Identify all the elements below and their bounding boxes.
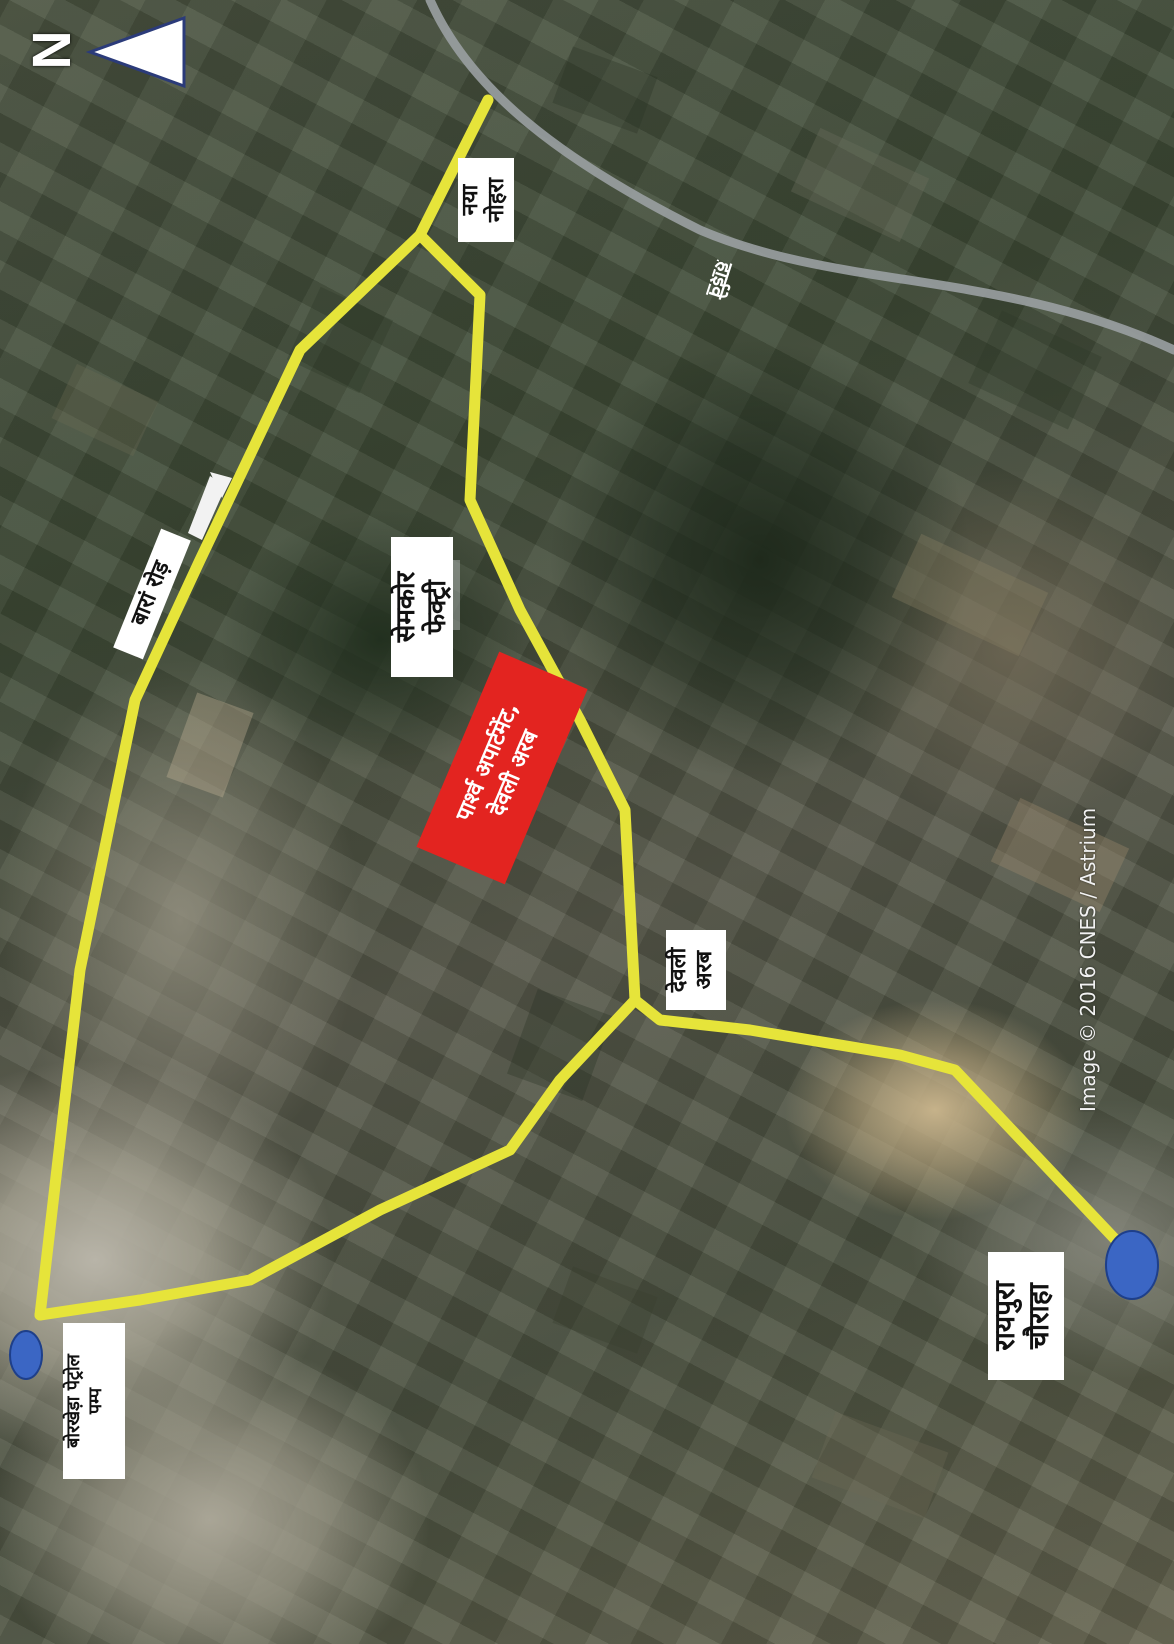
raipura-marker	[1105, 1230, 1159, 1300]
label-devli-line2: अरब	[692, 950, 718, 990]
label-naya-nohra-line1: नया	[458, 184, 483, 216]
route-to-naya-nohra	[414, 94, 494, 241]
north-letter: N	[22, 30, 82, 70]
route-semcor-branch	[414, 229, 641, 1006]
label-semcor-line2: फेक्ट्री	[422, 579, 453, 635]
label-semcor-factory[interactable]: सेमकोर फेक्ट्री	[391, 537, 453, 677]
label-naya-nohra-line2: नोहरा	[484, 177, 510, 223]
highway-road	[425, 0, 1174, 355]
label-raipura-line1: रायपुरा	[988, 1281, 1021, 1351]
borkheda-marker	[9, 1330, 43, 1380]
label-raipura-line2: चौराहा	[1021, 1283, 1055, 1349]
north-arrow-icon	[85, 15, 186, 89]
label-devli-line1: देवली	[666, 947, 691, 993]
label-borkheda-petrol-pump[interactable]: बोरखेड़ा पेट्रोल पम्प	[63, 1323, 125, 1479]
direction-arrow-icon	[188, 476, 226, 540]
label-devli-arab[interactable]: देवली अरब	[666, 930, 726, 1010]
label-borkheda-line1: बोरखेड़ा पेट्रोल	[63, 1354, 84, 1448]
route-devli-to-raipura	[629, 994, 1136, 1261]
label-raipura-chauraha[interactable]: रायपुरा चौराहा	[988, 1252, 1064, 1380]
route-baran-road	[34, 229, 426, 1321]
label-naya-nohra[interactable]: नया नोहरा	[458, 158, 514, 242]
image-credit: Image © 2016 CNES / Astrium	[1076, 807, 1100, 1112]
field-parcels	[51, 46, 1130, 1519]
route-devli-to-borkheda	[34, 994, 641, 1321]
route-lines	[34, 94, 1136, 1321]
label-semcor-line1: सेमकोर	[391, 571, 421, 643]
label-borkheda-line2: पम्प	[84, 1387, 106, 1415]
